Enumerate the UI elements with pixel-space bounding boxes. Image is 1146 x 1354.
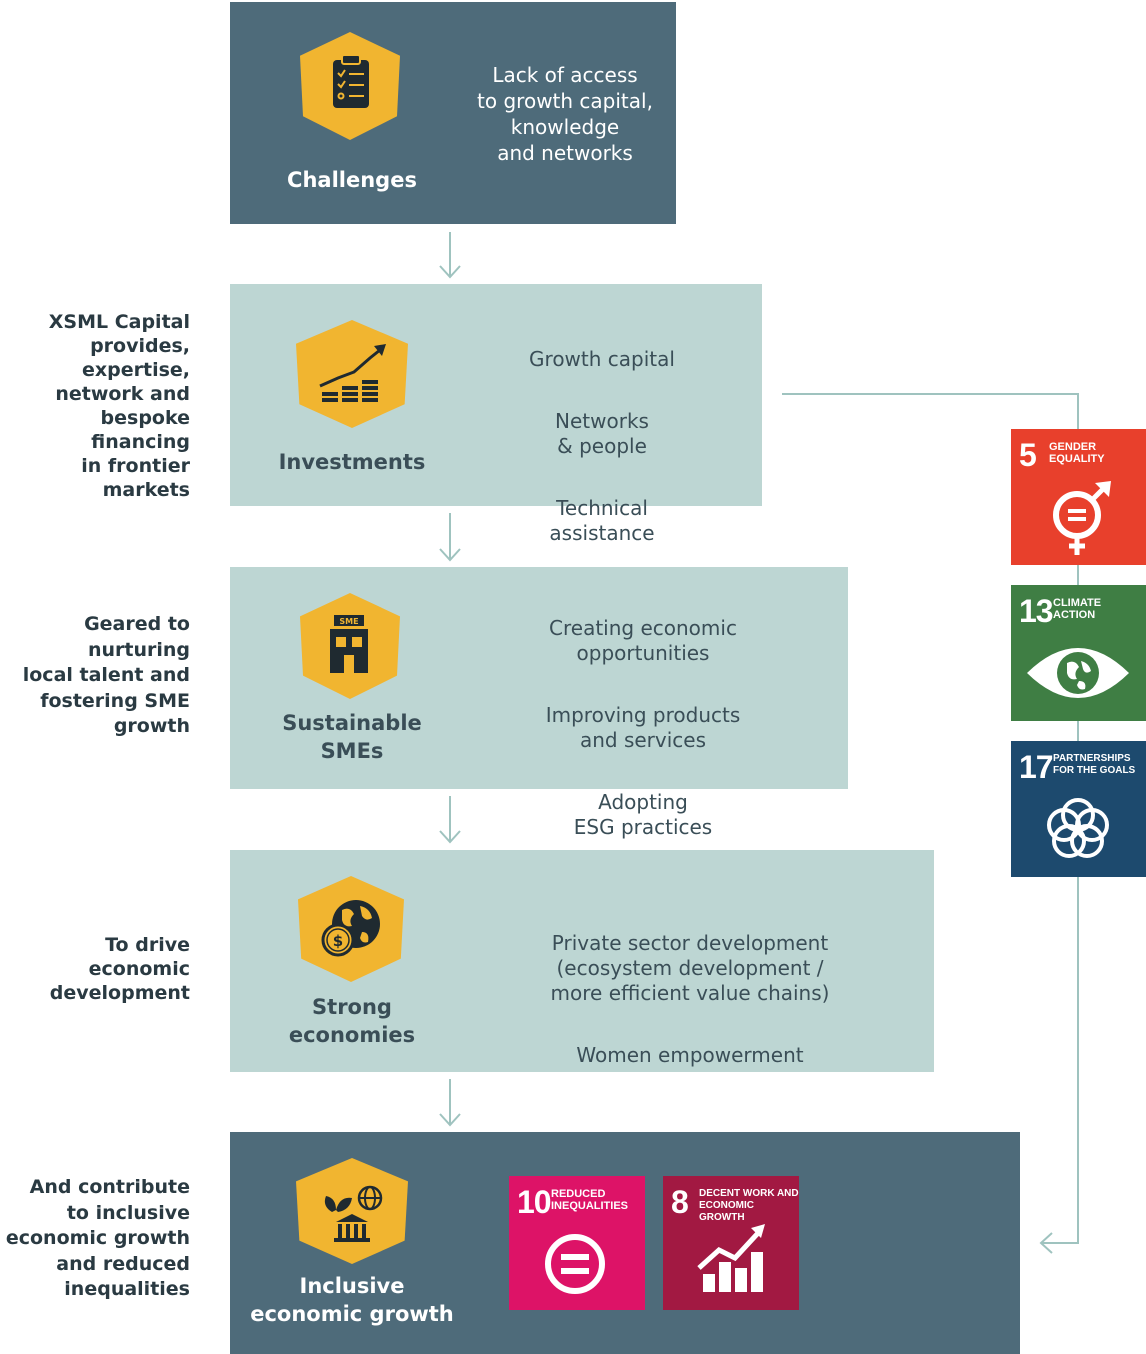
smes-title: Sustainable SMEs: [282, 711, 422, 763]
globe-coin-icon: $: [321, 900, 380, 957]
sdg-8-label: Decent work and economic growth: [699, 1188, 799, 1223]
investments-side-label: XSML Capital provides, expertise, networ…: [48, 311, 190, 501]
smes-item-esg-practices: Adopting ESG practices: [573, 790, 713, 839]
sdg-8-tile: 8 Decent work and economic growth: [663, 1176, 799, 1310]
economies-hexagon: $: [298, 876, 404, 982]
sdg-10-number: 10: [517, 1184, 552, 1220]
economies-item-private-sector: Private sector development (ecosystem de…: [550, 931, 830, 1005]
smes-items: Creating economic opportunities Improvin…: [522, 591, 764, 877]
challenges-box: Challenges Lack of access to growth capi…: [230, 2, 676, 224]
sdg-10-label: Reduced Inequalities: [551, 1188, 629, 1212]
investments-title: Investments: [278, 450, 426, 474]
climate-eye-globe-icon: [1027, 648, 1129, 698]
sdg-13-number: 13: [1019, 593, 1054, 629]
partnership-rings-icon: [1047, 798, 1109, 858]
challenges-line-2: to growth capital,: [477, 89, 653, 113]
investments-hexagon: [296, 320, 408, 428]
sdg-17-tile: 17 Partnerships for the goals: [1011, 741, 1146, 877]
inclusive-box: Inclusive economic growth 10 Reduced Ine…: [230, 1132, 1020, 1354]
sdg-5-label: Gender Equality: [1049, 441, 1105, 465]
investments-item-networks: Networks & people: [555, 409, 649, 458]
plant-bank-globe-icon: [324, 1185, 383, 1242]
challenges-line-3: knowledge: [510, 115, 620, 139]
smes-box: SME Sustainable SMEs Creating economic o…: [230, 567, 848, 839]
economies-item-women-empowerment: Women empowerment: [576, 1043, 804, 1067]
sdg-17-number: 17: [1019, 749, 1054, 785]
sdg-5-tile: 5 Gender Equality: [1011, 429, 1146, 565]
investments-item-growth-capital: Growth capital: [529, 347, 675, 371]
inclusive-hexagon: [296, 1158, 408, 1264]
sdg-13-label: Climate Action: [1053, 597, 1102, 621]
inclusive-title: Inclusive economic growth: [250, 1274, 454, 1326]
sme-sign-text: SME: [339, 617, 358, 626]
challenges-line-1: Lack of access: [492, 63, 638, 87]
equals-circle-icon: [545, 1234, 605, 1294]
sdg-10-tile: 10 Reduced Inequalities: [509, 1176, 645, 1310]
economies-title: Strong economies: [288, 995, 416, 1047]
sdg-17-label: Partnerships for the goals: [1053, 753, 1136, 776]
challenges-title: Challenges: [287, 168, 417, 192]
challenges-description: Lack of access to growth capital, knowle…: [460, 62, 670, 166]
smes-side-label: Geared to nurturing local talent and fos…: [22, 613, 190, 737]
growth-bar-chart-icon: [697, 1224, 765, 1292]
sdg-8-number: 8: [671, 1184, 689, 1220]
growth-chart-coins-icon: [319, 344, 386, 402]
investments-items: Growth capital Networks & people Technic…: [492, 322, 712, 583]
smes-hexagon: SME: [300, 593, 400, 699]
investments-item-technical-assistance: Technical assistance: [549, 496, 655, 545]
inclusive-side-label: And contribute to inclusive economic gro…: [5, 1176, 190, 1300]
gender-equality-icon: [1053, 481, 1111, 555]
sme-building-icon: SME: [330, 615, 368, 673]
svg-text:$: $: [333, 932, 343, 950]
smes-item-products-services: Improving products and services: [545, 703, 741, 752]
economies-box: $ Strong economies Private sector develo…: [230, 850, 934, 1072]
sdg-13-tile: 13 Climate Action: [1011, 585, 1146, 721]
investments-box: Investments Growth capital Networks & pe…: [230, 284, 762, 545]
sdg-5-number: 5: [1019, 437, 1037, 473]
economies-side-label: To drive economic development: [49, 934, 190, 1004]
smes-item-economic-opportunities: Creating economic opportunities: [549, 616, 737, 665]
challenges-line-4: and networks: [497, 141, 633, 165]
clipboard-checklist-icon: [333, 54, 369, 108]
challenges-hexagon: [300, 32, 400, 140]
economies-items: Private sector development (ecosystem de…: [540, 906, 840, 1105]
